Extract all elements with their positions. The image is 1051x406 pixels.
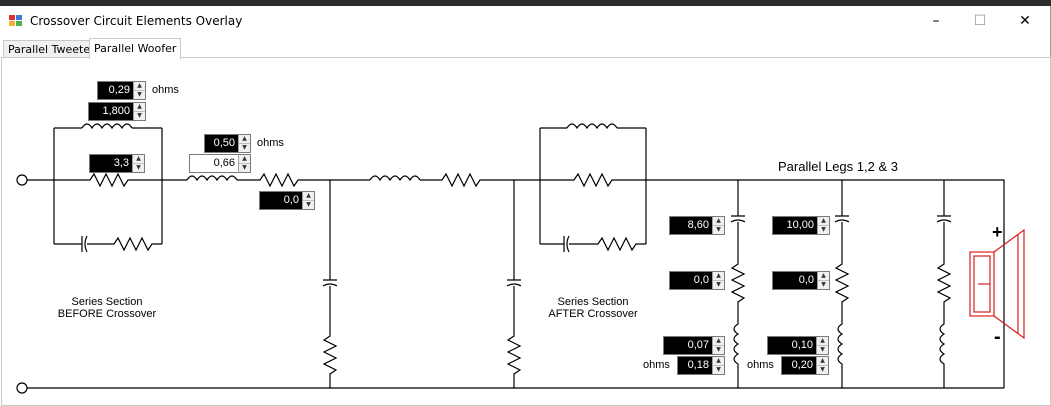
parallel-leg-3 <box>936 180 952 388</box>
spinbox-arrows[interactable]: ▲▼ <box>712 217 724 234</box>
spinbox-arrows[interactable]: ▲▼ <box>816 357 828 374</box>
spinbox-arrows[interactable]: ▲▼ <box>817 217 829 234</box>
parallel-leg-2 <box>834 180 850 388</box>
resistor-symbol <box>54 172 162 188</box>
leg2-resistor-spinbox[interactable]: 0,0 ▲▼ <box>772 271 830 290</box>
spinbox-value[interactable]: 0,50 <box>213 137 235 149</box>
spinbox-arrows[interactable]: ▲▼ <box>712 357 724 374</box>
caption-line: BEFORE Crossover <box>57 308 157 320</box>
app-icon <box>9 15 22 26</box>
ohms-label: ohms <box>747 359 774 371</box>
parallel-legs-title: Parallel Legs 1,2 & 3 <box>778 159 898 174</box>
tab-parallel-woofer[interactable]: Parallel Woofer <box>89 38 182 59</box>
minimize-button[interactable]: – <box>932 13 940 29</box>
inductor-symbol <box>81 123 133 130</box>
speaker-minus-label: - <box>994 326 1001 348</box>
window-title: Crossover Circuit Elements Overlay <box>30 14 243 28</box>
parallel-leg-1 <box>730 180 746 388</box>
wire <box>646 179 1005 388</box>
spinbox-value[interactable]: 8,60 <box>687 219 709 231</box>
spinbox-arrows[interactable]: ▲▼ <box>238 135 250 152</box>
spinbox-value[interactable]: 0,0 <box>283 194 299 206</box>
inductor-symbol <box>186 175 238 182</box>
before-inductor-spinbox[interactable]: 1,800 ▲▼ <box>88 102 146 121</box>
resistor-symbol <box>540 172 646 188</box>
leg1-inductor-res-spinbox[interactable]: 0,07 ▲▼ <box>663 336 725 355</box>
spinbox-arrows[interactable]: ▲▼ <box>133 82 145 99</box>
inductor-symbol <box>566 123 618 130</box>
leg2-capacitor-spinbox[interactable]: 10,00 ▲▼ <box>772 216 830 235</box>
spinbox-value[interactable]: 0,0 <box>798 274 814 286</box>
spinbox-value[interactable]: 0,10 <box>791 339 813 351</box>
spinbox-arrows[interactable]: ▲▼ <box>816 337 828 354</box>
spinbox-arrows[interactable]: ▲▼ <box>712 272 724 289</box>
series-after-caption: Series Section AFTER Crossover <box>538 296 648 320</box>
spinbox-value[interactable]: 0,07 <box>687 339 709 351</box>
shunt-branch-1 <box>322 180 338 388</box>
leg2-inductor-spinbox[interactable]: 0,20 ▲▼ <box>781 356 829 375</box>
circuit-panel: 0,29 ▲▼ ohms 1,800 ▲▼ 3,3 ▲▼ 0,50 ▲▼ ohm… <box>1 57 1051 406</box>
top-strip <box>0 0 1051 6</box>
spinbox-value[interactable]: 0,29 <box>108 84 130 96</box>
caption-line: AFTER Crossover <box>548 308 638 320</box>
caption-line: Series Section <box>557 296 629 308</box>
spinbox-arrows[interactable]: ▲▼ <box>132 155 144 172</box>
shunt-branch-2 <box>506 180 522 388</box>
spinbox-arrows[interactable]: ▲▼ <box>302 192 314 209</box>
input-terminal-top <box>16 174 28 186</box>
speaker-plus-label: + <box>992 222 1003 242</box>
inductor-symbol <box>369 175 421 182</box>
circuit-diagram <box>16 123 1025 394</box>
app-window: Crossover Circuit Elements Overlay – ☐ ✕… <box>0 6 1051 406</box>
spinbox-value[interactable]: 3,3 <box>113 157 129 169</box>
speaker-icon <box>969 228 1025 340</box>
spinbox-value[interactable]: 10,00 <box>786 219 814 231</box>
caption-line: Series Section <box>71 296 143 308</box>
capacitor-resistor-symbol <box>540 235 646 253</box>
maximize-button[interactable]: ☐ <box>973 13 987 29</box>
main-inductor-spinbox[interactable]: 0,66 ▲▼ <box>189 154 251 173</box>
close-button[interactable]: ✕ <box>1019 13 1031 29</box>
spinbox-arrows[interactable]: ▲▼ <box>712 337 724 354</box>
spinbox-value[interactable]: 0,0 <box>693 274 709 286</box>
leg1-capacitor-spinbox[interactable]: 8,60 ▲▼ <box>669 216 725 235</box>
before-inductor-res-spinbox[interactable]: 0,29 ▲▼ <box>97 81 146 100</box>
leg1-resistor-spinbox[interactable]: 0,0 ▲▼ <box>669 271 725 290</box>
spinbox-arrows[interactable]: ▲▼ <box>133 103 145 120</box>
main-resistor-spinbox[interactable]: 0,0 ▲▼ <box>259 191 315 210</box>
title-bar: Crossover Circuit Elements Overlay – ☐ ✕ <box>0 6 1050 36</box>
spinbox-value[interactable]: 1,800 <box>102 105 130 117</box>
ohms-label: ohms <box>152 84 179 96</box>
wire <box>53 128 163 244</box>
ohms-label: ohms <box>257 137 284 149</box>
leg1-inductor-spinbox[interactable]: 0,18 ▲▼ <box>677 356 725 375</box>
wire <box>539 128 647 244</box>
capacitor-resistor-symbol <box>54 235 162 253</box>
resistor-symbol <box>237 172 370 188</box>
input-terminal-bottom <box>16 382 28 394</box>
series-before-caption: Series Section BEFORE Crossover <box>52 296 162 320</box>
spinbox-value[interactable]: 0,20 <box>791 359 813 371</box>
resistor-symbol <box>420 172 540 188</box>
spinbox-arrows[interactable]: ▲▼ <box>238 155 250 172</box>
tab-parallel-tweeter[interactable]: Parallel Tweeter <box>3 40 100 58</box>
main-inductor-res-spinbox[interactable]: 0,50 ▲▼ <box>204 134 251 153</box>
ohms-label: ohms <box>643 359 670 371</box>
tab-strip: Parallel Tweeter Parallel Woofer <box>0 38 1050 59</box>
spinbox-value[interactable]: 0,18 <box>687 359 709 371</box>
leg2-inductor-res-spinbox[interactable]: 0,10 ▲▼ <box>767 336 829 355</box>
spinbox-arrows[interactable]: ▲▼ <box>817 272 829 289</box>
spinbox-value[interactable]: 0,66 <box>213 157 235 169</box>
before-resistor-spinbox[interactable]: 3,3 ▲▼ <box>89 154 145 173</box>
